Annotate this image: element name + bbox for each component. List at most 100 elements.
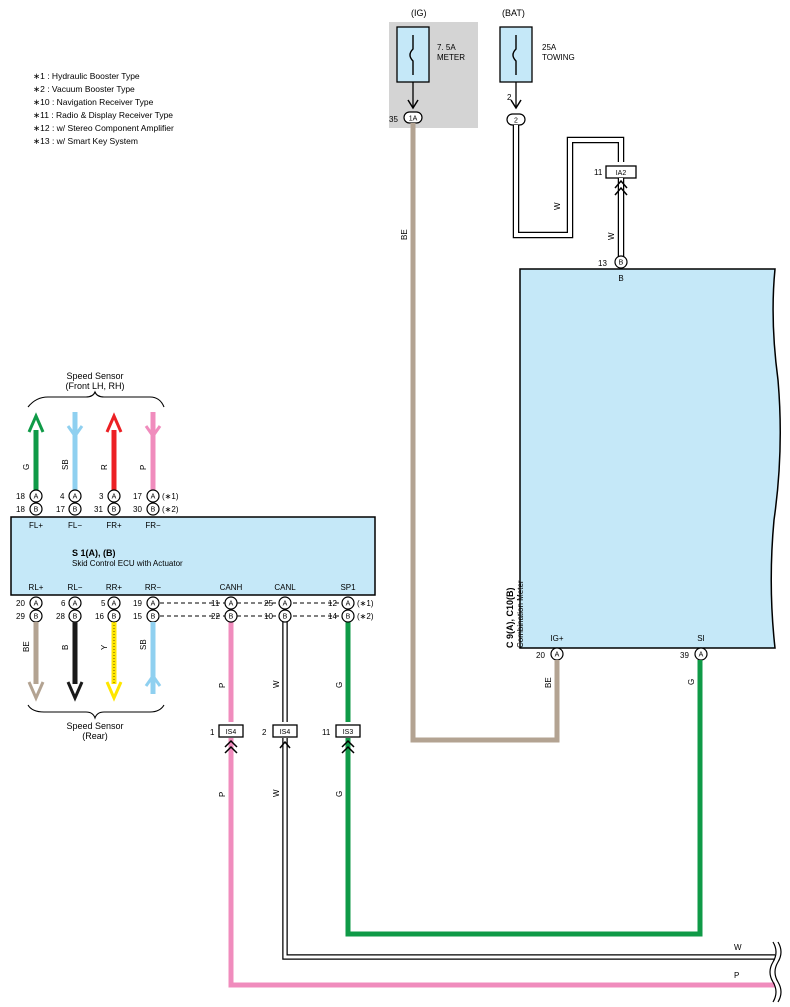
combination-meter: 13 B B C 9(A), C10(B) Combination Meter …	[505, 255, 781, 661]
ig-pin-number: 35	[389, 115, 398, 124]
pin-number: 20	[16, 599, 25, 608]
pink-canh-wire: P P P	[218, 622, 775, 988]
ecu-code: S 1(A), (B)	[72, 548, 116, 558]
combination-meter-body	[519, 268, 781, 649]
bat-fuse-rating: 25A	[542, 43, 557, 52]
option-note: (∗1)	[357, 599, 374, 608]
ia2-label: IA2	[616, 170, 627, 177]
pin-letter: B	[112, 507, 117, 514]
pin-number: 19	[133, 599, 142, 608]
pin-connector	[68, 489, 82, 503]
chevron-icon	[224, 739, 238, 754]
pin-letter: A	[73, 494, 78, 501]
wire-label-be: BE	[400, 229, 409, 240]
ecu-top-pins: 18 A 4 A 3 A 17 A (∗1) 18 B 17 B 31 B 30…	[16, 489, 179, 516]
pin-connector	[29, 596, 43, 610]
meter-top-connector	[614, 255, 628, 269]
front-sensor-title: Speed Sensor	[66, 371, 123, 381]
option-note: (∗2)	[357, 612, 374, 621]
pin-letter: B	[112, 614, 117, 621]
splice-label: IS4	[280, 729, 291, 736]
chevron-icon	[341, 739, 355, 754]
pin-letter: A	[34, 601, 39, 608]
splice-box	[272, 724, 298, 738]
pin-number: 3	[99, 492, 104, 501]
ecu-terminal: FL−	[68, 521, 82, 530]
pin-number: 18	[16, 505, 25, 514]
pin-number: 10	[264, 612, 273, 621]
legend-item: ∗12 : w/ Stereo Component Amplifier	[33, 123, 174, 133]
meter-ig-connector-label: A	[555, 652, 560, 659]
splice-is4-2: 2 IS4	[262, 724, 298, 749]
meter-si-connector-label: A	[699, 652, 704, 659]
wire-label-w: W	[272, 680, 281, 688]
wire-label-be: BE	[22, 641, 31, 652]
green-sp1-wire: G G G	[335, 622, 703, 937]
wire-label-w: W	[607, 232, 616, 240]
pin-letter: B	[229, 614, 234, 621]
wire-label-sb: SB	[61, 459, 70, 470]
pin-connector	[107, 489, 121, 503]
front-speed-sensor: Speed Sensor (Front LH, RH) G SB R P	[22, 371, 165, 490]
wire-label-p: P	[218, 683, 227, 688]
meter-top-connector-label: B	[619, 260, 624, 267]
ecu-body	[10, 516, 376, 596]
pin-number: 29	[16, 612, 25, 621]
wire-label-p: P	[139, 465, 148, 470]
ia2-to-meter-wire: W	[607, 178, 628, 258]
meter-si-pin: 39	[680, 651, 689, 660]
ecu-terminal: FL+	[29, 521, 43, 530]
pin-number: 28	[56, 612, 65, 621]
legend-item: ∗10 : Navigation Receiver Type	[33, 97, 154, 107]
bat-connector-label: 2	[514, 118, 518, 125]
white-loop-wire: W	[512, 125, 625, 239]
wire-label-w: W	[553, 202, 562, 210]
pin-number: 18	[16, 492, 25, 501]
ecu-terminal: RR−	[145, 583, 162, 592]
break-mark	[769, 941, 777, 1003]
pin-connector	[29, 502, 43, 516]
pin-connector	[29, 489, 43, 503]
pin-number: 25	[264, 599, 273, 608]
pin-connector	[278, 596, 292, 610]
pin-connector	[107, 502, 121, 516]
splice-pin: 2	[262, 728, 267, 737]
pin-number: 31	[94, 505, 103, 514]
arrow-icon	[144, 425, 162, 439]
ecu-terminal: RL+	[29, 583, 44, 592]
pin-letter: B	[346, 614, 351, 621]
front-bracket	[27, 390, 165, 408]
arrow-icon	[105, 681, 123, 702]
ia2-pin-number: 11	[594, 168, 603, 177]
pin-connector	[68, 502, 82, 516]
chevron-icon	[279, 740, 291, 749]
pin-letter: A	[73, 601, 78, 608]
pin-number: 16	[95, 612, 104, 621]
fuse-icon	[409, 35, 414, 75]
wire-label-p: P	[734, 971, 739, 980]
legend-item: ∗1 : Hydraulic Booster Type	[33, 71, 140, 81]
ecu-terminal: CANH	[220, 583, 243, 592]
meter-ig-pin: 20	[536, 651, 545, 660]
ecu-name: Skid Control ECU with Actuator	[72, 559, 183, 568]
ig-fuse-block: (IG) 7. 5A METER 35 1A	[389, 8, 478, 128]
splice-box	[335, 724, 361, 738]
ecu-terminal: FR+	[106, 521, 122, 530]
pin-letter: B	[34, 507, 39, 514]
pin-letter: B	[73, 507, 78, 514]
pin-number: 17	[56, 505, 65, 514]
pin-letter: B	[34, 614, 39, 621]
chevron-icon	[614, 179, 628, 196]
meter-si-terminal: SI	[697, 634, 705, 643]
option-note: (∗1)	[162, 492, 179, 501]
bat-fuse-name: TOWING	[542, 53, 575, 62]
wire-label-g: G	[335, 791, 344, 797]
pin-letter: A	[112, 494, 117, 501]
rear-sensor-sub: (Rear)	[82, 731, 108, 741]
white-canl-wire: W W W	[272, 622, 775, 960]
legend-item: ∗11 : Radio & Display Receiver Type	[33, 110, 173, 120]
pin-connector	[146, 502, 160, 516]
meter-name: Combination Meter	[516, 580, 525, 648]
bat-pin-number: 2	[507, 93, 512, 102]
